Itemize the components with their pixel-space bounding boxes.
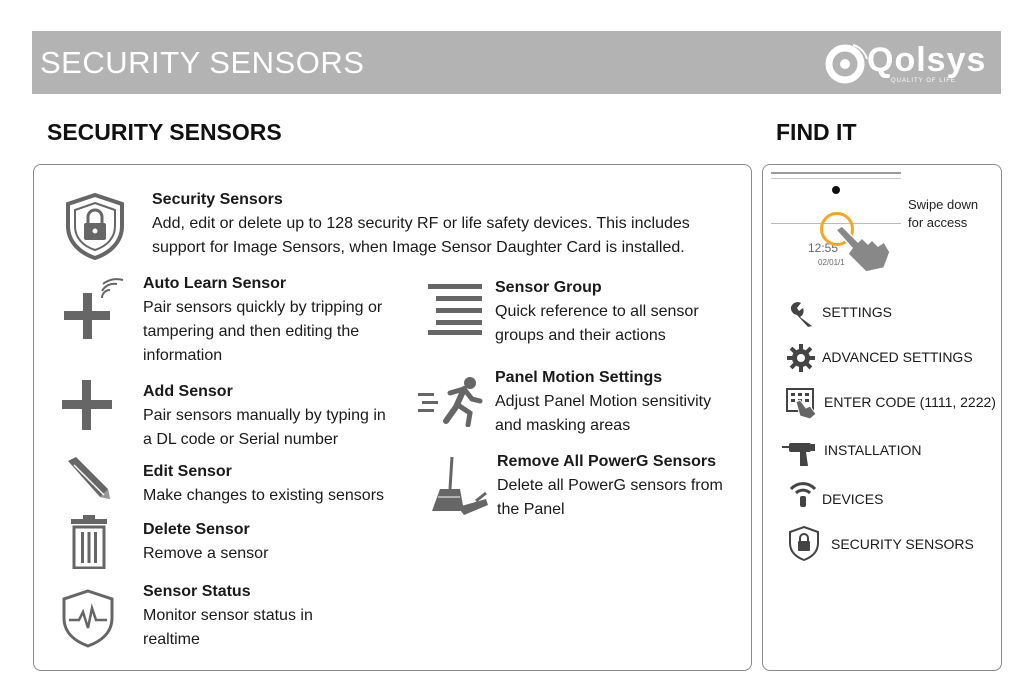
- logo-text: Qolsys: [867, 41, 987, 79]
- list-lines-icon: [428, 284, 482, 335]
- panel-motion-settings-item[interactable]: Panel Motion Settings Adjust Panel Motio…: [495, 366, 745, 438]
- sensor-group-line-1: Quick reference to all sensor: [495, 303, 699, 320]
- find-step-advanced-settings[interactable]: ADVANCED SETTINGS: [822, 349, 973, 365]
- auto-learn-line-1: Pair sensors quickly by tripping or: [143, 299, 383, 316]
- find-step-installation[interactable]: INSTALLATION: [824, 442, 922, 458]
- remove-all-powerg-item[interactable]: Remove All PowerG Sensors Delete all Pow…: [497, 450, 747, 522]
- gear-icon: [787, 344, 815, 372]
- security-sensors-desc-2: support for Image Sensors, when Image Se…: [152, 239, 685, 256]
- delete-sensor-line-1: Remove a sensor: [143, 545, 269, 562]
- add-sensor-title: Add Sensor: [143, 383, 233, 400]
- find-step-security-sensors[interactable]: SECURITY SENSORS: [831, 536, 974, 552]
- find-step-devices[interactable]: DEVICES: [822, 491, 884, 507]
- sensors-panel: [33, 164, 752, 671]
- add-sensor-line-1: Pair sensors manually by typing in: [143, 407, 386, 424]
- remove-powerg-line-1: Delete all PowerG sensors from: [497, 477, 723, 494]
- section-heading-security-sensors: SECURITY SENSORS: [47, 119, 282, 145]
- add-plus-icon: [62, 380, 112, 430]
- shield-lock-icon: [789, 525, 819, 561]
- delete-sensor-title: Delete Sensor: [143, 521, 250, 538]
- sensor-status-title: Sensor Status: [143, 583, 251, 600]
- find-step-settings[interactable]: SETTINGS: [822, 304, 893, 320]
- trash-can-icon: [71, 515, 107, 569]
- auto-learn-line-2: tampering and then editing the: [143, 323, 360, 340]
- header-banner: SECURITY SENSORS Qolsys QUALITY OF LIFE: [32, 31, 1001, 94]
- keypad-hand-icon: [786, 388, 817, 420]
- panel-motion-line-1: Adjust Panel Motion sensitivity: [495, 393, 712, 410]
- edit-sensor-line-1: Make changes to existing sensors: [143, 487, 385, 504]
- running-person-icon: [418, 377, 483, 427]
- sensor-status-line-1: Monitor sensor status in: [143, 607, 313, 624]
- auto-learn-sensor-item[interactable]: Auto Learn Sensor Pair sensors quickly b…: [143, 272, 413, 368]
- panel-motion-title: Panel Motion Settings: [495, 369, 663, 386]
- sensor-status-item[interactable]: Sensor Status Monitor sensor status in r…: [143, 580, 413, 652]
- delete-sensor-item[interactable]: Delete Sensor Remove a sensor: [143, 518, 413, 566]
- remove-powerg-title: Remove All PowerG Sensors: [497, 453, 717, 470]
- shield-lock-icon: [66, 192, 124, 260]
- auto-learn-line-3: information: [143, 347, 223, 364]
- add-sensor-item[interactable]: Add Sensor Pair sensors manually by typi…: [143, 380, 413, 452]
- sensor-group-title: Sensor Group: [495, 279, 602, 296]
- section-heading-find-it: FIND IT: [776, 119, 857, 145]
- security-sensors-desc-1: Add, edit or delete up to 128 security R…: [152, 215, 690, 232]
- phone-date: 02/01/1: [818, 258, 845, 267]
- sensor-group-item[interactable]: Sensor Group Quick reference to all sens…: [495, 276, 745, 348]
- add-sensor-line-2: a DL code or Serial number: [143, 431, 339, 448]
- find-step-enter-code[interactable]: ENTER CODE (1111, 2222): [824, 394, 996, 410]
- swipe-target-circle[interactable]: [820, 212, 854, 246]
- pencil-icon: [68, 457, 110, 499]
- wireless-icon: [789, 482, 817, 507]
- drill-icon: [782, 443, 815, 466]
- sensor-group-line-2: groups and their actions: [495, 327, 666, 344]
- swipe-instructions: Swipe down for access: [908, 196, 998, 232]
- security-sensors-item[interactable]: Security Sensors Add, edit or delete up …: [152, 188, 742, 260]
- broom-dustpan-icon: [432, 456, 488, 515]
- swipe-line-1: Swipe down: [908, 197, 979, 212]
- security-sensors-title: Security Sensors: [152, 191, 283, 208]
- wrench-icon: [790, 302, 812, 327]
- remove-powerg-line-2: the Panel: [497, 501, 565, 518]
- swipe-line-2: for access: [908, 215, 968, 230]
- shield-heartbeat-icon: [62, 589, 114, 648]
- logo-tagline: QUALITY OF LIFE: [891, 78, 956, 84]
- auto-learn-title: Auto Learn Sensor: [143, 275, 287, 292]
- sensor-status-line-2: realtime: [143, 631, 200, 648]
- auto-learn-plus-icon: [64, 278, 124, 339]
- panel-motion-line-2: and masking areas: [495, 417, 631, 434]
- hand-pointer-icon: [834, 225, 891, 273]
- edit-sensor-title: Edit Sensor: [143, 463, 232, 480]
- banner-title: SECURITY SENSORS: [40, 45, 365, 80]
- qolsys-logo: Qolsys QUALITY OF LIFE: [823, 39, 987, 89]
- edit-sensor-item[interactable]: Edit Sensor Make changes to existing sen…: [143, 460, 413, 508]
